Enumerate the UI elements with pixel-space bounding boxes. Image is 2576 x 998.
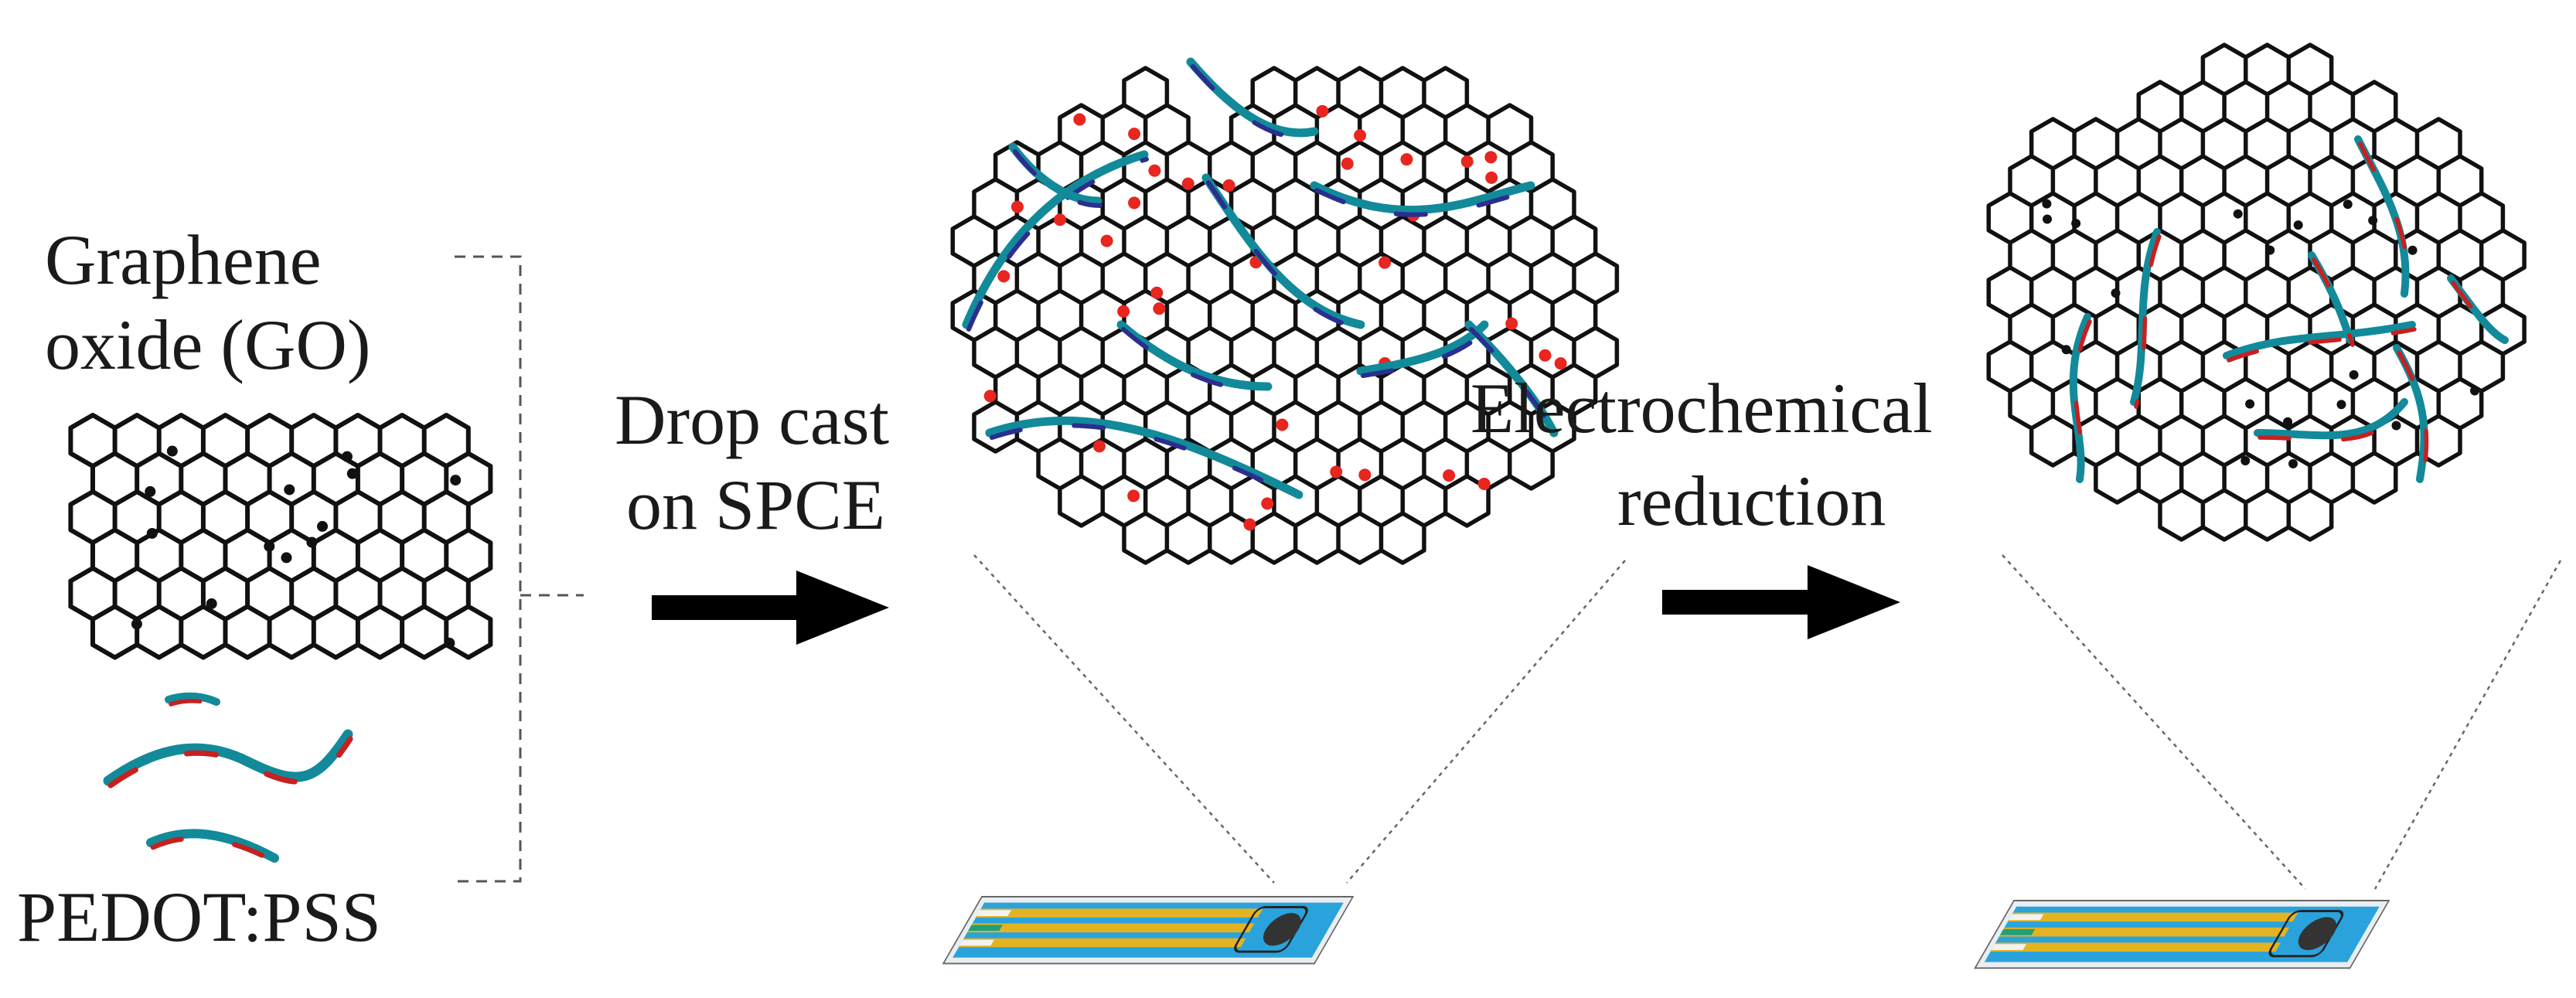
step1-label-line2: on SPCE [626, 465, 885, 544]
zoom-lines [973, 554, 2562, 890]
go-pedot-composite-icon [950, 57, 1620, 565]
step2-label-line1: Electrochemical [1470, 369, 1933, 448]
spce-electrode-icon [942, 896, 1354, 965]
arrow-right-icon [1662, 565, 1900, 639]
pedot-pss-strands-icon [103, 692, 353, 866]
arrow-right-icon [652, 571, 889, 645]
spce-electrode-icon [1974, 900, 2390, 969]
graphene-oxide-label-line2: oxide (GO) [45, 305, 371, 384]
grouping-bracket [455, 255, 584, 883]
pedot-pss-label: PEDOT:PSS [17, 877, 381, 956]
step1-label-line1: Drop cast [615, 380, 890, 459]
reduced-composite-icon [1986, 43, 2527, 542]
graphene-oxide-sheet-icon [68, 413, 493, 660]
step2-label-line2: reduction [1617, 462, 1886, 540]
graphene-oxide-label-line1: Graphene [45, 220, 322, 299]
